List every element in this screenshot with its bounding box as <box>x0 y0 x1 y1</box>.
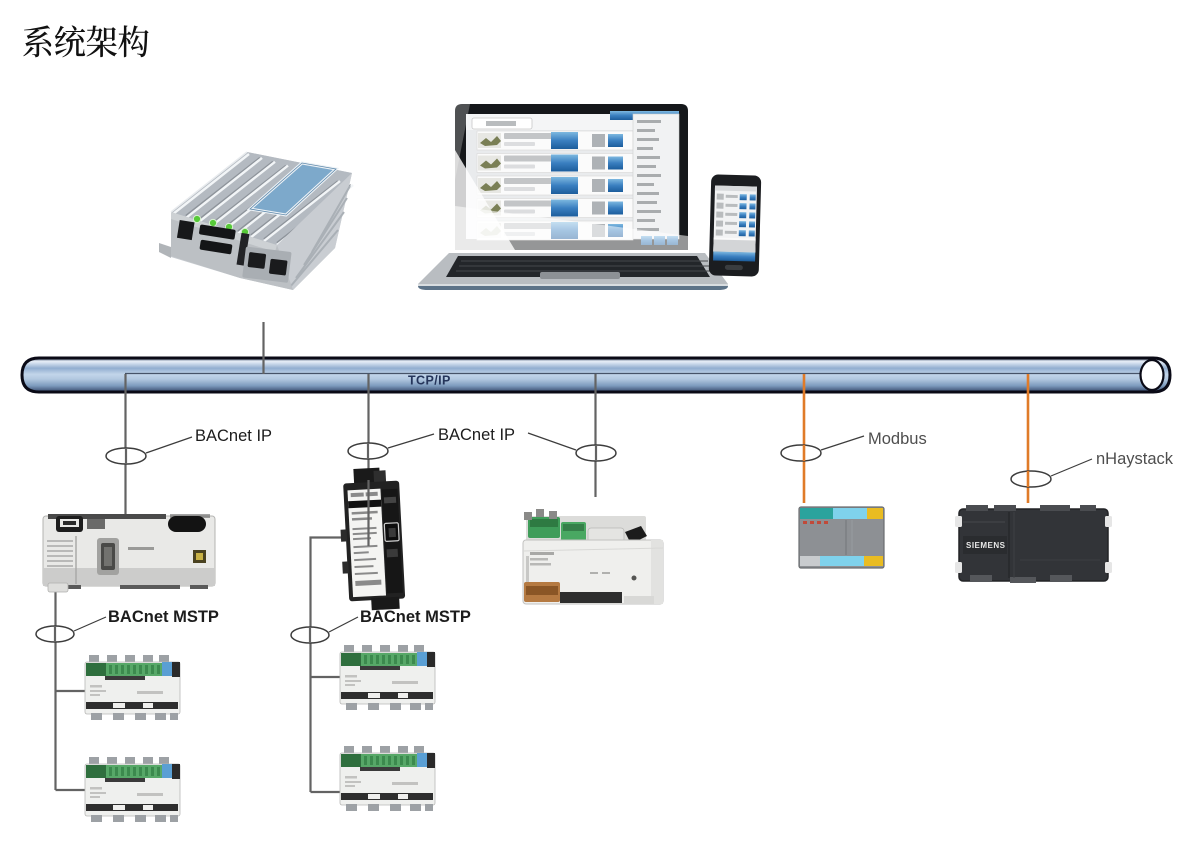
svg-text:SIEMENS: SIEMENS <box>966 541 1006 550</box>
svg-text:BACnet IP: BACnet IP <box>438 426 515 444</box>
svg-text:TCP/IP: TCP/IP <box>408 374 451 388</box>
svg-text:nHaystack: nHaystack <box>1096 450 1174 468</box>
svg-text:BACnet MSTP: BACnet MSTP <box>108 608 219 626</box>
svg-text:BACnet IP: BACnet IP <box>195 427 272 445</box>
svg-text:Modbus: Modbus <box>868 430 927 448</box>
svg-text:BACnet MSTP: BACnet MSTP <box>360 608 471 626</box>
